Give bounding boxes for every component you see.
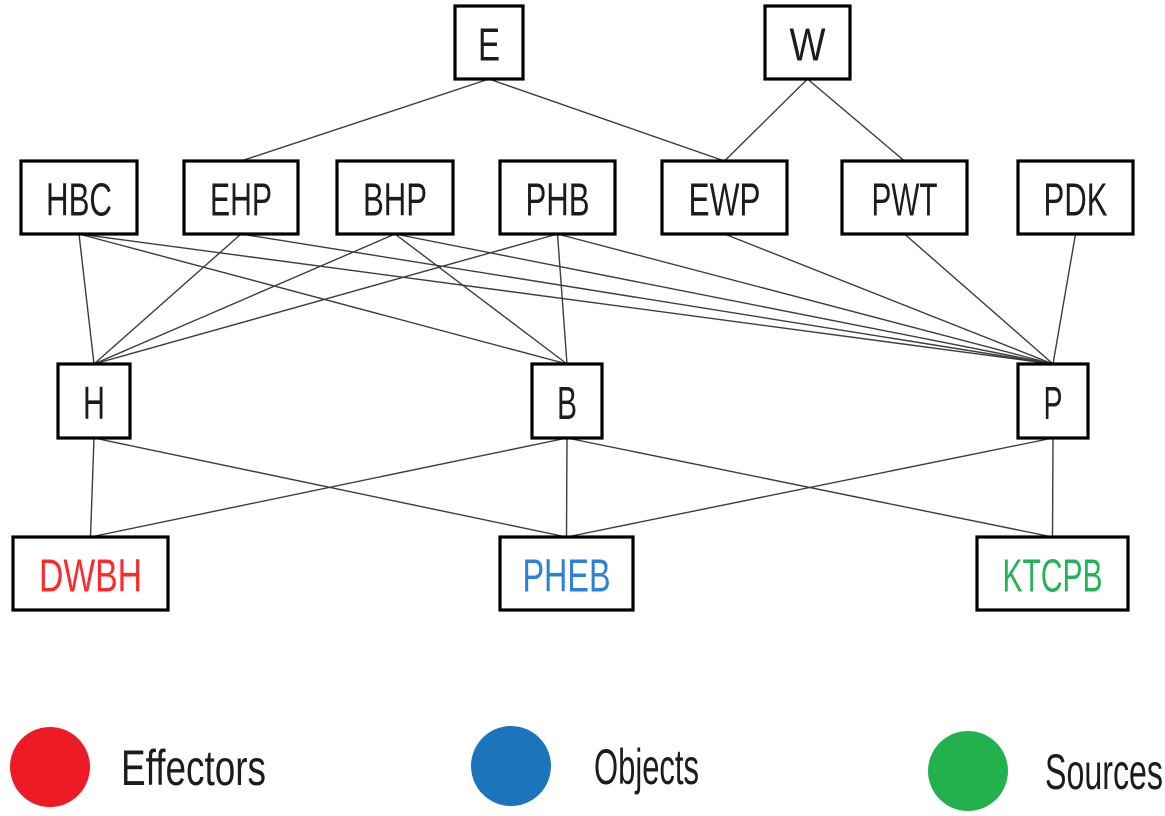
edge-P-KTCPB — [1051, 437, 1054, 538]
edge-EHP-P — [240, 233, 1054, 365]
node-box-PHEB — [498, 535, 635, 612]
edge-BHP-H — [93, 233, 396, 365]
node-box-H — [56, 362, 132, 440]
edge-EHP-H — [93, 233, 242, 365]
edge-EWP-P — [724, 233, 1054, 365]
legend-label-objects: Objects — [594, 739, 699, 795]
edge-E-EWP — [488, 78, 725, 162]
node-label-W: W — [790, 19, 826, 71]
node-label-DWBH: DWBH — [39, 550, 142, 602]
edge-PWT-P — [904, 233, 1054, 365]
legend-label-sources: Sources — [1045, 744, 1163, 800]
edge-HBC-H — [78, 233, 95, 365]
edge-P-PHEB — [566, 437, 1054, 538]
node-label-PDK: PDK — [1044, 174, 1108, 226]
edge-H-DWBH — [89, 437, 95, 538]
node-box-PDK — [1016, 159, 1135, 236]
edge-PHB-P — [557, 233, 1054, 365]
node-label-EHP: EHP — [210, 174, 272, 226]
node-label-P: P — [1044, 377, 1063, 429]
node-box-W — [763, 4, 852, 81]
node-label-EWP: EWP — [689, 174, 761, 226]
edge-PHB-B — [556, 233, 568, 365]
legend-objects-circle-icon — [471, 726, 551, 806]
node-box-PHB — [498, 159, 617, 236]
node-box-BHP — [335, 159, 455, 236]
edge-W-PWT — [807, 78, 905, 162]
legend-sources-circle-icon — [928, 731, 1008, 811]
node-label-BHP: BHP — [363, 174, 427, 226]
edge-W-EWP — [724, 78, 808, 162]
node-label-KTCPB: KTCPB — [1003, 550, 1103, 602]
node-label-HBC: HBC — [46, 174, 112, 226]
node-label-PHEB: PHEB — [523, 550, 611, 602]
edge-HBC-P — [78, 233, 1054, 365]
edge-BHP-B — [394, 233, 568, 365]
edge-PHB-H — [93, 233, 558, 365]
node-box-HBC — [19, 159, 139, 236]
node-label-H: H — [83, 377, 105, 429]
legend-label-effectors: Effectors — [121, 740, 266, 796]
edge-E-EHP — [240, 78, 490, 162]
edge-BHP-P — [394, 233, 1054, 365]
node-box-EHP — [182, 159, 300, 236]
node-label-B: B — [557, 377, 577, 429]
node-box-KTCPB — [975, 535, 1130, 612]
edge-PDK-P — [1052, 233, 1077, 365]
node-box-P — [1016, 362, 1090, 440]
node-box-EWP — [660, 159, 789, 236]
edge-HBC-B — [78, 233, 568, 365]
node-label-PWT: PWT — [872, 174, 938, 226]
node-box-B — [530, 362, 604, 440]
node-label-E: E — [478, 19, 500, 71]
node-box-E — [453, 4, 525, 81]
edge-B-PHEB — [565, 437, 568, 538]
node-box-PWT — [840, 159, 969, 236]
node-box-DWBH — [11, 535, 170, 612]
legend-effectors-circle-icon — [10, 727, 90, 807]
edge-B-DWBH — [90, 437, 568, 538]
node-label-PHB: PHB — [526, 174, 590, 226]
